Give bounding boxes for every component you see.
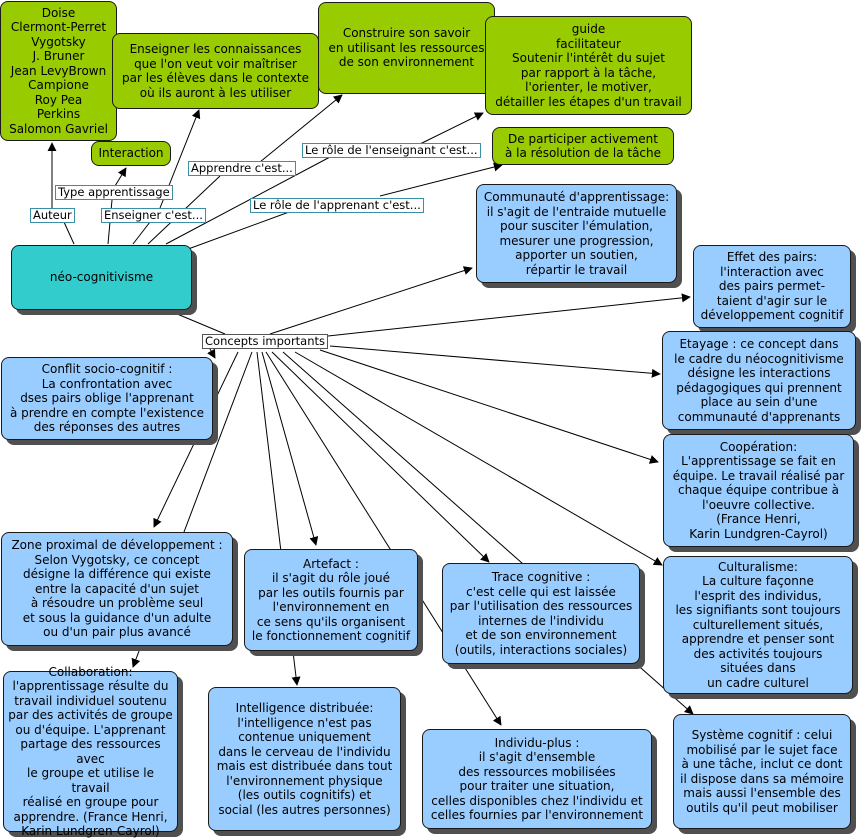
line-to-role-enseignant [165, 156, 331, 245]
arrow-apprendre [259, 94, 343, 163]
arrow-artefact [261, 351, 319, 546]
node-interaction: Interaction [91, 141, 171, 166]
link-label-type-apprentissage: Type apprentissage [55, 185, 173, 200]
node-artefact: Artefact : il s'agit du rôle joué par le… [244, 549, 418, 651]
node-individu-plus: Individu-plus : il s'agit d'ensemble des… [422, 729, 652, 829]
arrow-cooperation [319, 349, 659, 464]
arrow-community [269, 266, 473, 335]
link-label-role-enseignant: Le rôle de l'enseignant c'est... [302, 143, 481, 158]
node-enseigner: Enseigner les connaissances que l'on veu… [112, 33, 319, 109]
node-systeme-cognitif: Système cognitif : celui mobilisé par le… [673, 714, 851, 829]
arrow-type [114, 167, 127, 187]
node-culturalisme: Culturalisme: La culture façonne l'espri… [663, 556, 853, 694]
node-intelligence-distribuee: Intelligence distribuée: l'intelligence … [208, 687, 401, 831]
node-effet-des-pairs: Effet des pairs: l'interaction avec des … [693, 245, 851, 328]
link-label-enseigner: Enseigner c'est... [101, 208, 206, 223]
arrow-scaffolding [329, 345, 661, 378]
link-label-apprendre: Apprendre c'est... [188, 161, 296, 176]
node-collaboration: Collaboration: l'apprentissage résulte d… [3, 665, 178, 838]
line-to-role-apprenant [179, 207, 301, 253]
arrow-role-apprenant [379, 162, 503, 197]
arrow-culturalism [294, 351, 663, 566]
line-to-enseigner [132, 221, 151, 245]
node-authors: Doise Clermont-Perret Vygotsky J. Bruner… [0, 1, 117, 141]
node-conflit-socio-cognitif: Conflit socio-cognitif : La confrontatio… [1, 357, 213, 440]
node-etayage: Etayage : ce concept dans le cadre du né… [662, 331, 856, 430]
node-guide: guide facilitateur Soutenir l'intérêt du… [485, 16, 692, 115]
line-to-concepts [169, 310, 226, 335]
central-node-neo-cognitivisme: néo-cognitivisme [11, 245, 192, 310]
arrow-trace [271, 351, 490, 563]
node-zone-proximale: Zone proximal de développement : Selon V… [1, 532, 233, 646]
arrow-individu-plus [265, 351, 502, 726]
link-label-concepts: Concepts importants [202, 334, 329, 349]
node-trace-cognitive: Trace cognitive : c'est celle qui est la… [442, 563, 640, 664]
node-construire: Construire son savoir en utilisant les r… [318, 2, 495, 94]
link-label-auteur: Auteur [30, 208, 75, 223]
link-label-role-apprenant: Le rôle de l'apprenant c'est... [250, 198, 424, 213]
arrow-peers [327, 293, 691, 337]
line-to-auteur [63, 221, 75, 245]
arrow-conflict [207, 348, 216, 359]
node-cooperation: Coopération: L'apprentissage se fait en … [663, 434, 854, 547]
node-communaute: Communauté d'apprentissage: il s'agit de… [476, 184, 677, 283]
arrow-role-enseignant [419, 112, 484, 145]
node-participer: De participer activement à la résolution… [492, 127, 674, 165]
